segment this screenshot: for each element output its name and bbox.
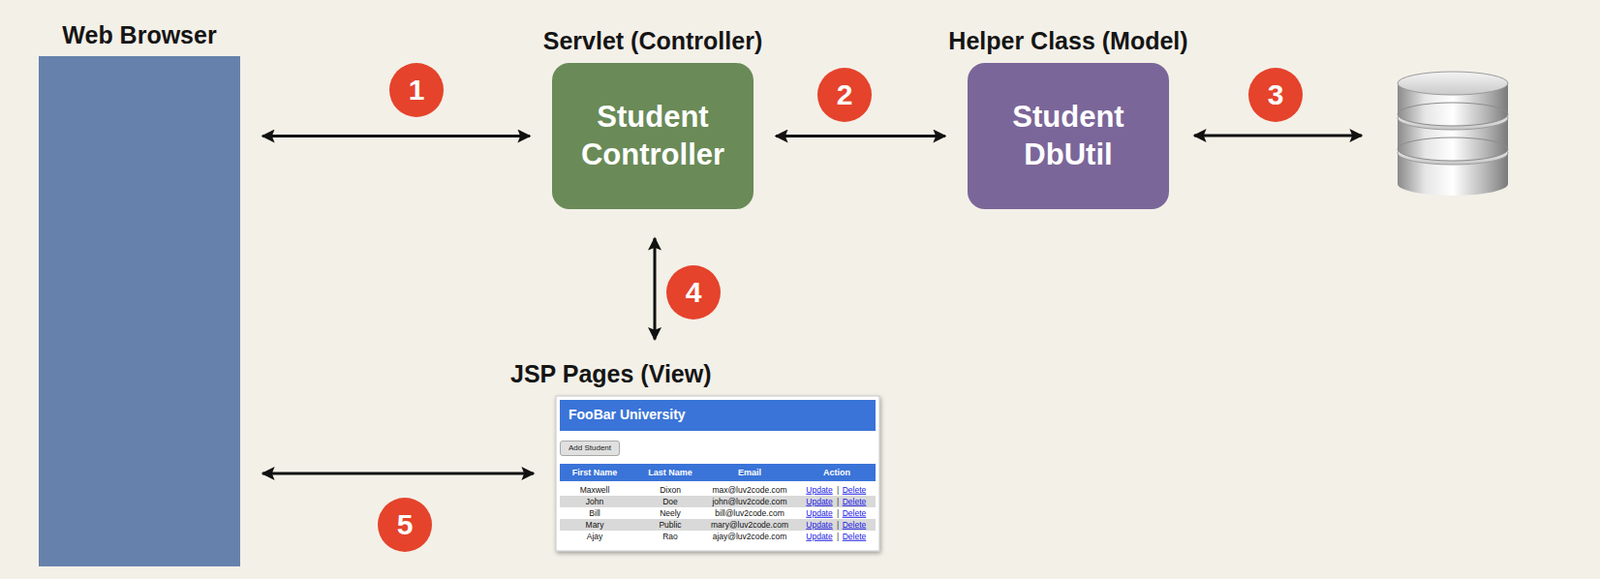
node-label: Add Student [560,444,619,453]
callout-number: 2 [817,67,872,123]
screenshot-card [555,396,880,552]
connector-arrow [653,238,657,340]
add-student-button: Add Student [559,440,620,457]
table-action-link: Delete [842,532,867,542]
table-cell: Bill [588,509,600,519]
node-label: Student Controller [552,98,754,175]
action-separator: | [836,497,839,507]
db-arrow [1194,134,1362,138]
action-separator: | [836,532,839,542]
browser-panel: Web Browser [38,56,241,567]
callout-number: 1 [389,62,444,118]
table-cell: Mary [585,521,605,530]
table-action-link: Update [805,521,832,530]
table-cell: john@luv2code.com [711,497,787,507]
table-action-link: Delete [842,521,867,530]
table-cell: Maxwell [580,486,611,495]
table-action-link: Delete [842,509,867,519]
node-label: FooBar University [559,407,876,423]
model-box: Helper Class (Model)Student DbUtil [967,62,1170,210]
table-cell: Doe [662,497,678,507]
table-cell: Public [658,521,681,530]
connector-arrow [262,472,534,476]
table-action-link: Update [805,497,832,507]
table-cell: Rao [662,532,678,542]
table-cell: Dixon [659,486,681,495]
controller-box: Servlet (Controller)Student Controller [552,62,754,210]
callout-number: 4 [666,265,721,320]
table-cell: mary@luv2code.com [710,521,789,530]
connector-arrow [775,134,946,138]
table-action-link: Delete [842,497,867,507]
table-header-cell: First Name [572,468,618,478]
table-cell: Neely [659,509,681,519]
node-heading: Servlet (Controller) [543,28,763,56]
table-cell: John [585,497,604,507]
table-cell: Ajay [586,532,604,542]
table-action-link: Update [805,532,832,542]
table-cell: max@luv2code.com [711,486,787,495]
page-header-band: FooBar University [559,400,876,431]
database-icon [1397,71,1508,196]
node-heading: Web Browser [61,22,216,50]
view-screenshot: JSP Pages (View)FooBar UniversityAdd Stu… [555,396,880,552]
action-separator: | [836,486,839,495]
callout-number: 3 [1248,67,1303,123]
action-separator: | [836,509,839,519]
action-separator: | [836,521,839,530]
table-row-stripe [559,495,876,508]
connector-arrow [262,134,530,138]
table-cell: ajay@luv2code.com [712,532,788,542]
table-action-link: Update [805,486,832,495]
table-cell: bill@luv2code.com [714,509,784,519]
node-heading: Helper Class (Model) [948,28,1188,56]
node-label: Student DbUtil [967,98,1170,175]
callout-number: 5 [377,497,432,553]
table-header-bar [559,463,876,482]
table-header-cell: Email [738,468,762,478]
table-action-link: Delete [842,486,867,495]
table-action-link: Update [805,509,832,519]
table-header-cell: Action [823,468,851,478]
table-header-cell: Last Name [647,468,693,478]
table-row-stripe [559,519,876,531]
node-heading: JSP Pages (View) [510,361,712,389]
